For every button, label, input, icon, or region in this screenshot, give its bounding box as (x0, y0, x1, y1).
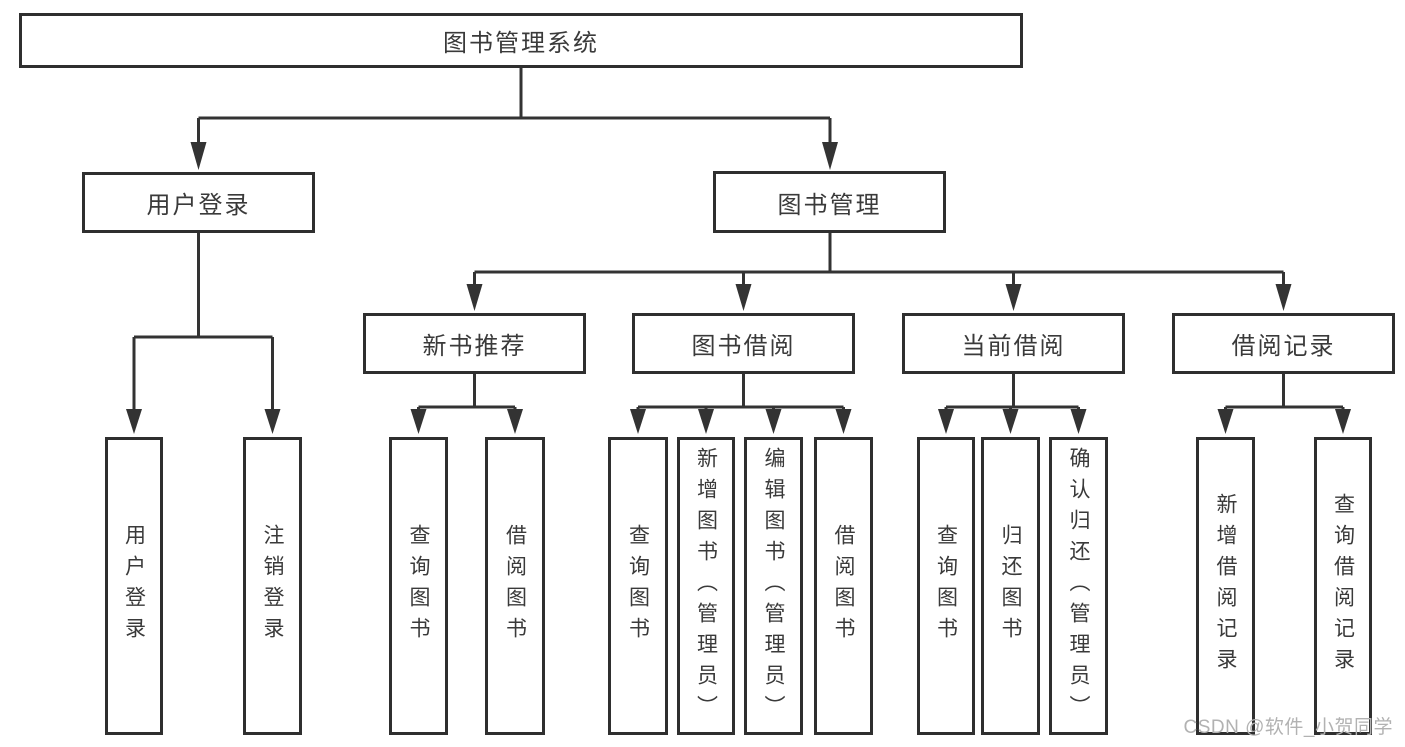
leaf-label: 确认归还（管理员） (1067, 446, 1091, 726)
arrow-down-icon (1005, 284, 1022, 311)
node-current-borrowing: 当前借阅 (902, 313, 1125, 374)
leaf-label: 借阅图书 (832, 524, 856, 648)
arrow-down-icon (938, 409, 954, 434)
arrow-down-icon (822, 142, 838, 170)
arrowheads (126, 142, 1351, 434)
node-user-login: 用户登录 (82, 172, 315, 233)
arrow-down-icon (698, 409, 714, 434)
leaf-query-books-2: 查询图书 (608, 437, 668, 735)
leaf-query-borrow-record: 查询借阅记录 (1314, 437, 1372, 735)
leaf-label: 编辑图书（管理员） (762, 446, 786, 726)
arrow-down-icon (264, 409, 281, 434)
leaf-user-login: 用户登录 (105, 437, 163, 735)
leaf-label: 注销登录 (261, 524, 285, 648)
connector-records-to-leaves (1224, 374, 1345, 420)
connector-bookmgmt-to-level3 (473, 233, 1285, 292)
connector-root-to-level2 (197, 68, 832, 150)
leaf-return-book: 归还图书 (981, 437, 1040, 735)
node-book-management: 图书管理 (713, 171, 946, 233)
arrow-down-icon (126, 409, 142, 434)
node-library-management-system: 图书管理系统 (19, 13, 1023, 68)
leaf-label: 查询借阅记录 (1331, 493, 1355, 679)
arrow-down-icon (1002, 409, 1019, 434)
leaf-borrow-books-1: 借阅图书 (485, 437, 545, 735)
leaf-edit-book-admin: 编辑图书（管理员） (744, 437, 803, 735)
arrow-down-icon (765, 409, 782, 434)
leaf-borrow-books-2: 借阅图书 (814, 437, 873, 735)
leaf-logout: 注销登录 (243, 437, 302, 735)
arrow-down-icon (190, 142, 207, 170)
arrow-down-icon (735, 284, 752, 311)
leaf-label: 归还图书 (999, 524, 1023, 648)
leaf-query-books-1: 查询图书 (389, 437, 448, 735)
arrow-down-icon (410, 409, 427, 434)
leaf-add-book-admin: 新增图书（管理员） (677, 437, 735, 735)
leaf-label: 新增借阅记录 (1214, 493, 1238, 679)
arrow-down-icon (1070, 409, 1087, 434)
leaf-label: 借阅图书 (503, 524, 527, 648)
leaf-query-books-3: 查询图书 (917, 437, 975, 735)
node-borrowing-records: 借阅记录 (1172, 313, 1395, 374)
connector-bookborrow-to-leaves (636, 374, 845, 420)
arrow-down-icon (466, 284, 483, 311)
leaf-label: 用户登录 (122, 524, 146, 648)
connector-newbooks-to-leaves (417, 374, 517, 420)
node-new-book-recommendation: 新书推荐 (363, 313, 586, 374)
node-book-borrowing: 图书借阅 (632, 313, 855, 374)
leaf-add-borrow-record: 新增借阅记录 (1196, 437, 1255, 735)
csdn-watermark: CSDN @软件_小贺同学 (1183, 717, 1393, 738)
leaf-label: 查询图书 (407, 524, 431, 648)
arrow-down-icon (1217, 409, 1234, 434)
connector-userlogin-to-leaves (132, 233, 274, 420)
arrow-down-icon (507, 409, 523, 434)
arrow-down-icon (630, 409, 646, 434)
leaf-label: 查询图书 (934, 524, 958, 648)
leaf-label: 查询图书 (626, 524, 650, 648)
arrow-down-icon (1275, 284, 1292, 311)
leaf-confirm-return-admin: 确认归还（管理员） (1049, 437, 1108, 735)
arrow-down-icon (835, 409, 852, 434)
arrow-down-icon (1335, 409, 1351, 434)
leaf-label: 新增图书（管理员） (694, 446, 718, 726)
